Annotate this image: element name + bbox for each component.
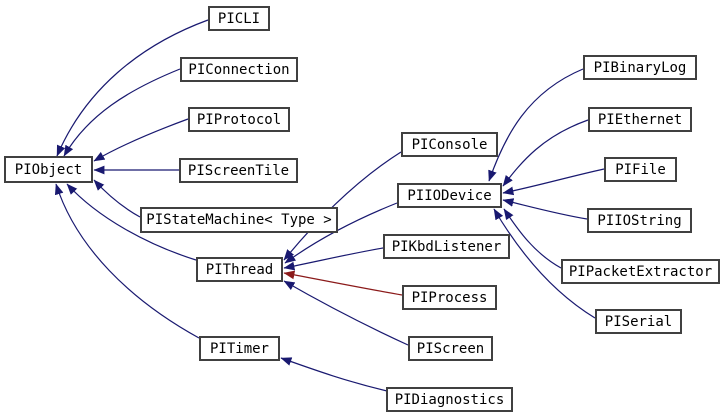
class-node-label: PITimer <box>209 340 269 357</box>
class-node-label: PIPacketExtractor <box>568 263 713 280</box>
class-node-label: PIFile <box>615 161 666 178</box>
class-node-pitimer[interactable]: PITimer <box>199 336 280 361</box>
class-node-piiodevice[interactable]: PIIODevice <box>397 183 502 208</box>
class-node-piprocess[interactable]: PIProcess <box>402 285 497 310</box>
inheritance-edge-piscreen-to-pithread <box>283 280 409 346</box>
class-node-piscreen[interactable]: PIScreen <box>408 336 493 361</box>
inheritance-edge-piiostring-to-piiodevice <box>502 198 588 220</box>
class-node-label: PIConnection <box>188 61 290 78</box>
inheritance-edge-piprotocol-to-piobject <box>93 118 189 162</box>
inheritance-edge-pithread-to-piobject <box>66 183 197 261</box>
inheritance-edge-pikbdlistener-to-pithread <box>283 247 384 271</box>
class-node-piconnection[interactable]: PIConnection <box>180 57 298 82</box>
class-node-label: PIDiagnostics <box>394 391 505 408</box>
inheritance-edge-piprocess-to-pithread <box>283 270 403 296</box>
class-node-pikbdlistener[interactable]: PIKbdListener <box>383 234 510 259</box>
class-node-label: PICLI <box>217 10 261 27</box>
inheritance-edge-pifile-to-piiodevice <box>502 168 605 196</box>
class-node-label: PIBinaryLog <box>593 59 687 76</box>
class-node-label: PIKbdListener <box>391 238 502 255</box>
class-node-label: PIIOString <box>597 212 682 229</box>
class-node-label: PIScreenTile <box>187 162 290 179</box>
class-node-piiostring[interactable]: PIIOString <box>587 208 692 233</box>
class-node-label: PIIODevice <box>407 187 492 204</box>
class-node-pipacketextractor[interactable]: PIPacketExtractor <box>561 259 720 284</box>
class-node-label: PIEthernet <box>597 111 683 128</box>
class-node-piobject[interactable]: PIObject <box>4 156 93 183</box>
class-node-pidiagnostics[interactable]: PIDiagnostics <box>386 387 513 412</box>
inheritance-edge-piconnection-to-piobject <box>63 68 181 157</box>
inheritance-edge-piconsole-to-pithread <box>283 151 402 261</box>
class-node-pistatemachine[interactable]: PIStateMachine< Type > <box>140 207 338 233</box>
inheritance-edge-pipacketextractor-to-piiodevice <box>503 208 562 269</box>
class-node-label: PIProtocol <box>196 111 282 128</box>
class-node-pibinarylog[interactable]: PIBinaryLog <box>583 55 697 80</box>
class-node-piserial[interactable]: PISerial <box>595 309 682 334</box>
class-node-pifile[interactable]: PIFile <box>604 157 677 182</box>
class-node-label: PIConsole <box>411 136 488 153</box>
class-node-label: PISerial <box>604 313 673 330</box>
inheritance-edge-pidiagnostics-to-pitimer <box>280 357 388 392</box>
class-node-label: PIProcess <box>411 289 488 306</box>
class-node-piethernet[interactable]: PIEthernet <box>588 107 692 132</box>
class-node-label: PIObject <box>14 161 83 178</box>
inheritance-edge-picli-to-piobject <box>56 19 209 157</box>
class-node-piprotocol[interactable]: PIProtocol <box>188 107 290 132</box>
class-node-label: PIStateMachine< Type > <box>146 212 332 228</box>
class-node-label: PIThread <box>205 261 274 278</box>
class-node-label: PIScreen <box>416 340 485 357</box>
class-node-piconsole[interactable]: PIConsole <box>401 132 498 157</box>
inheritance-edge-pitimer-to-piobject <box>54 183 200 339</box>
class-node-piscreentile[interactable]: PIScreenTile <box>179 158 298 183</box>
class-node-pithread[interactable]: PIThread <box>196 257 283 282</box>
inheritance-edge-piethernet-to-piiodevice <box>502 119 589 187</box>
inheritance-edge-piserial-to-piiodevice <box>493 208 596 319</box>
inheritance-edges <box>54 19 605 392</box>
inheritance-edge-pibinarylog-to-piiodevice <box>488 68 584 182</box>
inheritance-edge-pistatemachine-to-piobject <box>93 179 141 218</box>
class-node-picli[interactable]: PICLI <box>208 6 270 31</box>
